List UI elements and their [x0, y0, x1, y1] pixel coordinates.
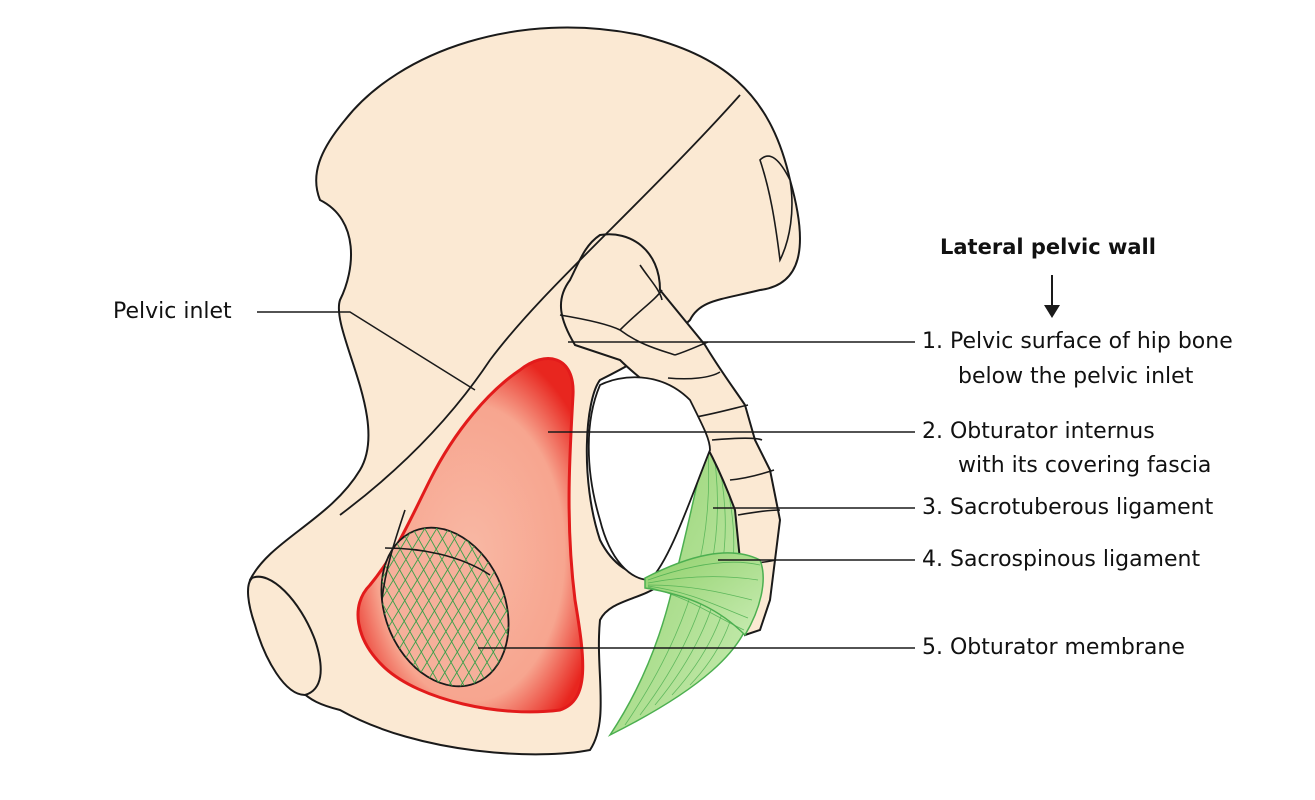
label-item2-line1: 2. Obturator internus [922, 419, 1155, 444]
label-item1-line2: below the pelvic inlet [958, 364, 1194, 389]
label-item2-line2: with its covering fascia [958, 453, 1212, 478]
membrane-mesh-line [407, 519, 509, 701]
membrane-mesh-line [358, 519, 437, 701]
membrane-mesh-line [451, 519, 532, 701]
iliac-ala-edge [759, 155, 793, 263]
membrane-upper-line [384, 547, 491, 576]
membrane-mesh-line [455, 519, 532, 701]
label-pelvic-inlet: Pelvic inlet [113, 299, 232, 324]
label-item4: 4. Sacrospinous ligament [922, 547, 1201, 572]
heading-down-arrow-icon [1044, 275, 1060, 318]
sacrospinous-fibers [647, 561, 761, 631]
pubic-symphysis [247, 575, 322, 697]
sacrospinous-ligament [644, 552, 764, 637]
membrane-mesh-line [439, 519, 532, 701]
sacral-segment-lines [559, 264, 781, 564]
obturator-crest-line [381, 509, 406, 601]
label-item3: 3. Sacrotuberous ligament [922, 495, 1214, 520]
leader-lines [257, 311, 915, 649]
membrane-mesh-line [383, 519, 485, 701]
iliac-inner-line [339, 94, 741, 516]
membrane-mesh-line [358, 519, 443, 701]
sacrum [559, 233, 782, 637]
sciatic-notch [587, 376, 711, 581]
label-item1-line1: 1. Pelvic surface of hip bone [922, 329, 1233, 354]
leader-pelvic-inlet [257, 311, 476, 391]
heading-lateral-pelvic-wall: Lateral pelvic wall [940, 235, 1156, 259]
label-item5: 5. Obturator membrane [922, 635, 1185, 660]
